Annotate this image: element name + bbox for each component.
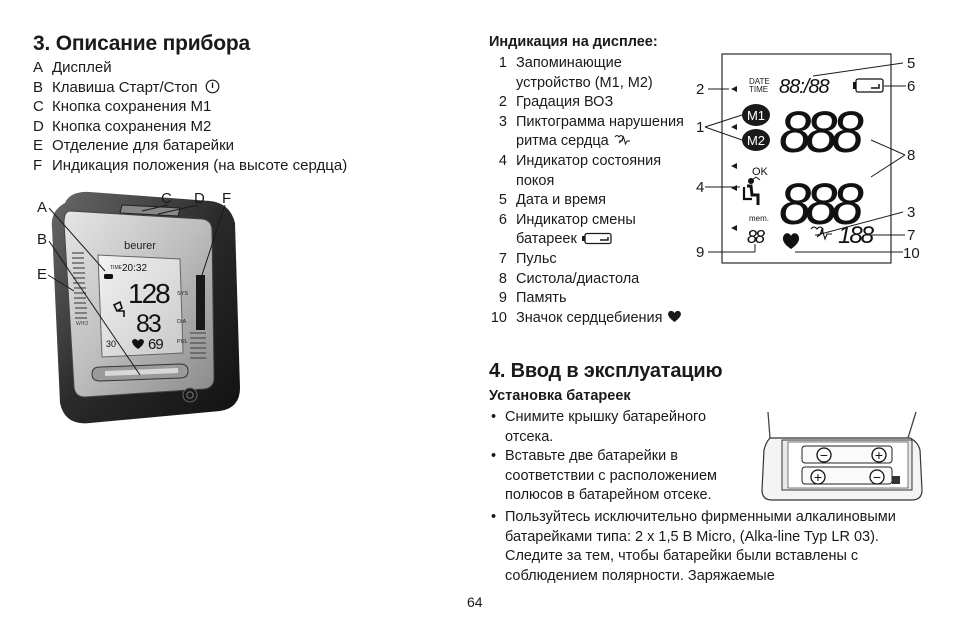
minus-terminal-icon <box>816 447 832 463</box>
section-3-heading: 3. Описание прибора <box>33 32 250 55</box>
svg-text:SYS: SYS <box>177 291 188 297</box>
svg-text:WHO: WHO <box>76 321 88 327</box>
svg-text:−: − <box>820 447 828 463</box>
list-item: Снимите крышку батарейного отсека. <box>491 408 756 447</box>
device-pul-value: 69 <box>148 336 163 353</box>
m1-badge <box>742 104 770 126</box>
m2-badge <box>742 129 770 151</box>
svg-text:DATE: DATE <box>749 77 770 86</box>
who-scale-markers <box>731 86 737 231</box>
battery-steps-long: Пользуйтесь исключительно фирменными алк… <box>491 508 916 586</box>
svg-text:4: 4 <box>696 179 704 196</box>
svg-text:8: 8 <box>907 147 915 164</box>
device-sys-value: 128 <box>128 278 170 309</box>
svg-text:mem.: mem. <box>749 214 769 223</box>
display-indications-heading: Индикация на дисплее: <box>489 34 658 50</box>
svg-text:OK: OK <box>752 166 769 178</box>
svg-text:+: + <box>875 447 883 463</box>
page-number: 64 <box>467 594 483 610</box>
rest-indicator-icon <box>742 178 760 205</box>
svg-text:F: F <box>222 190 231 207</box>
lcd-clock: 88:/88 <box>779 76 829 98</box>
device-illustration: beurer TIME 20:32 128 83 69 30 SYS DIA P… <box>37 190 240 424</box>
minus-terminal-icon <box>869 469 885 485</box>
svg-text:DIA: DIA <box>177 319 187 325</box>
svg-text:+: + <box>814 469 822 485</box>
svg-text:10: 10 <box>903 245 920 262</box>
position-indicator <box>196 275 205 330</box>
section-4-heading: 4. Ввод в эксплуатацию <box>489 360 723 382</box>
svg-text:TIME: TIME <box>749 85 768 94</box>
list-item: Вставьте две батарейки в соответствии с … <box>491 447 756 506</box>
battery-compartment-illustration: − + + − <box>761 411 923 501</box>
plus-terminal-icon <box>810 469 826 485</box>
device-time: 20:32 <box>122 263 147 274</box>
svg-text:6: 6 <box>907 78 915 95</box>
svg-text:9: 9 <box>696 244 704 261</box>
svg-text:5: 5 <box>907 55 915 72</box>
lcd-display-diagram: DATE TIME 88:/88 M1 M2 888 888 OK mem. 8… <box>696 53 920 264</box>
power-button[interactable] <box>182 387 198 403</box>
svg-text:TIME: TIME <box>110 265 123 271</box>
lcd-frame <box>721 53 892 264</box>
device-dia-value: 83 <box>136 310 161 338</box>
svg-text:1: 1 <box>696 119 704 136</box>
device-mem-value: 30 <box>106 339 116 349</box>
battery-steps-short: Снимите крышку батарейного отсека. Встав… <box>491 408 756 506</box>
svg-text:3: 3 <box>907 204 915 221</box>
irregular-heartbeat-icon <box>810 226 832 241</box>
heart-icon <box>132 339 144 349</box>
svg-text:−: − <box>873 469 881 485</box>
right-grille <box>190 332 206 359</box>
lcd-sys-value: 888 <box>779 100 864 165</box>
svg-text:A: A <box>37 199 47 216</box>
heart-icon <box>782 233 800 249</box>
list-item: Пользуйтесь исключительно фирменными алк… <box>491 508 916 586</box>
svg-text:PUL: PUL <box>177 339 188 345</box>
irregular-heartbeat-icon <box>614 135 630 146</box>
lcd-mem-value: 88 <box>747 227 765 247</box>
svg-text:M1: M1 <box>747 108 765 123</box>
svg-text:7: 7 <box>907 227 915 244</box>
lcd-dia-value: 888 <box>779 172 864 237</box>
svg-text:C: C <box>161 190 172 207</box>
svg-text:M2: M2 <box>747 133 765 148</box>
svg-text:2: 2 <box>696 81 704 98</box>
svg-text:E: E <box>37 266 47 283</box>
battery-install-heading: Установка батареек <box>489 388 631 404</box>
rest-indicator-icon <box>112 300 125 317</box>
svg-text:D: D <box>194 190 205 207</box>
battery-icon <box>581 233 612 245</box>
plus-terminal-icon <box>871 447 887 463</box>
brand-logo: beurer <box>124 240 156 252</box>
svg-text:B: B <box>37 231 47 248</box>
heart-icon <box>667 310 681 322</box>
power-icon <box>205 79 220 93</box>
